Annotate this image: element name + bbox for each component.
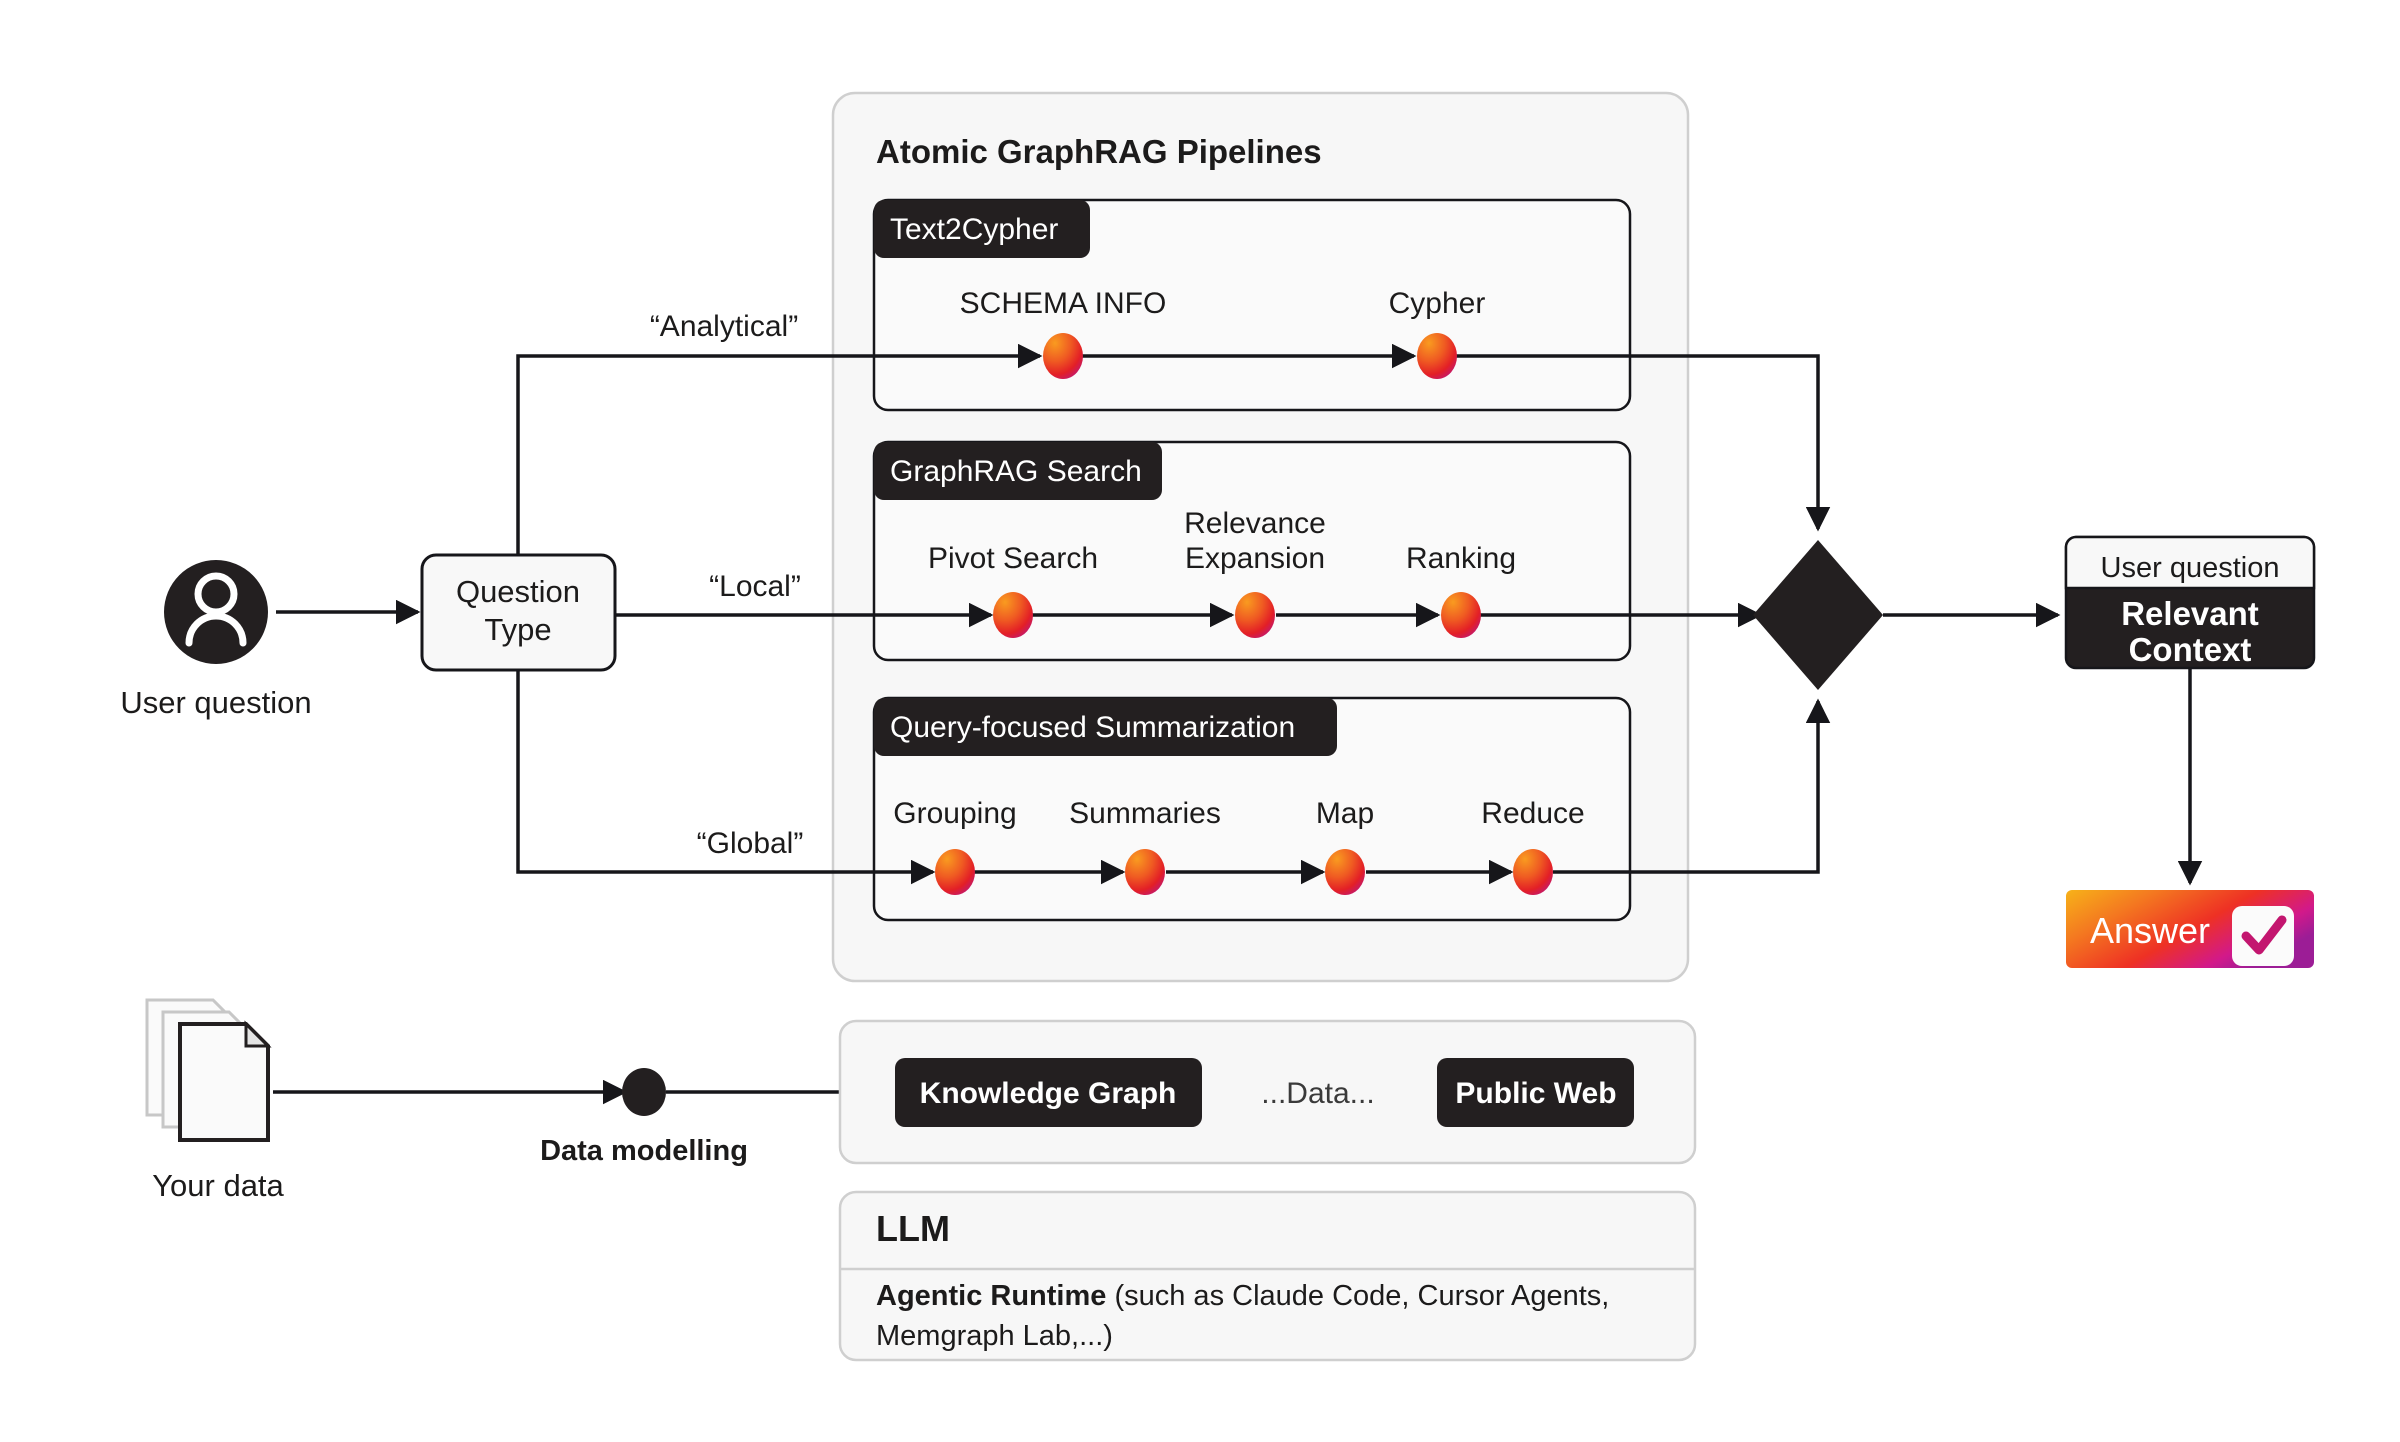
step-node-schema-info — [1043, 333, 1083, 379]
llm-title: LLM — [876, 1208, 950, 1249]
step-node-reduce — [1513, 849, 1553, 895]
public-web-label: Public Web — [1455, 1077, 1616, 1110]
step-node-grouping — [935, 849, 975, 895]
data-modelling-label: Data modelling — [540, 1135, 748, 1167]
llm-runtime-rest-1: (such as Claude Code, Cursor Agents, — [1106, 1280, 1609, 1312]
step-label-map: Map — [1316, 797, 1374, 830]
knowledge-graph-label: Knowledge Graph — [920, 1077, 1177, 1110]
edge-label-analytical: “Analytical” — [650, 310, 798, 343]
pipeline-tag-query-focused-summarization-bg — [874, 698, 1337, 756]
user-avatar-head-icon — [194, 572, 238, 616]
question-type-label-line2: Type — [484, 612, 551, 647]
step-node-map — [1325, 849, 1365, 895]
pipeline-tag-graphrag-search-bg — [874, 442, 1162, 500]
edge-label-global: “Global” — [697, 827, 804, 860]
pipeline-tag-query-focused-summarization: Query-focused Summarization — [890, 711, 1295, 744]
relevant-context-header-label: User question — [2101, 552, 2280, 584]
step-node-cypher — [1417, 333, 1457, 379]
answer-label: Answer — [2090, 910, 2210, 951]
relevant-context-label-line2: Context — [2129, 631, 2252, 668]
llm-runtime-line2: Memgraph Lab,...) — [876, 1320, 1113, 1352]
step-node-relevance-expansion — [1235, 592, 1275, 638]
relevant-context-header-bg — [2064, 535, 2316, 590]
page-title: Atomic GraphRAG Pipelines — [876, 133, 1322, 170]
pipeline-tag-text2cypher: Text2Cypher — [890, 213, 1058, 246]
step-node-pivot-search — [993, 592, 1033, 638]
user-question-label: User question — [120, 685, 311, 720]
llm-runtime-line1: Agentic Runtime (such as Claude Code, Cu… — [876, 1280, 1609, 1312]
step-label-reduce: Reduce — [1481, 797, 1584, 830]
pipeline-tag-text2cypher-bg — [874, 200, 1090, 258]
step-label-summaries: Summaries — [1069, 797, 1221, 830]
knowledge-graph-chip[interactable] — [895, 1058, 1202, 1127]
step-node-ranking — [1441, 592, 1481, 638]
step-label-schema-info: SCHEMA INFO — [960, 287, 1167, 320]
step-label-cypher: Cypher — [1389, 287, 1486, 320]
your-data-label: Your data — [152, 1168, 284, 1203]
step-label-grouping: Grouping — [893, 797, 1016, 830]
sources-middle-label: ...Data... — [1261, 1077, 1374, 1110]
document-stack-icon — [145, 998, 272, 1142]
question-type-label-line1: Question — [456, 574, 580, 609]
step-label-relevance-expansion-2: Expansion — [1185, 542, 1325, 575]
pipeline-tag-graphrag-search: GraphRAG Search — [890, 455, 1142, 488]
step-label-relevance-expansion-1: Relevance — [1184, 507, 1326, 540]
step-node-summaries — [1125, 849, 1165, 895]
user-avatar-body-icon — [185, 612, 247, 647]
check-mark-icon — [2241, 915, 2287, 955]
route-text2cypher-to-merge — [1630, 354, 1831, 532]
data-modelling-node — [622, 1068, 666, 1116]
sources-panel — [838, 1019, 1697, 1165]
public-web-chip[interactable] — [1437, 1058, 1634, 1127]
llm-panel — [838, 1190, 1697, 1362]
route-analytical — [516, 354, 874, 555]
answer-check-bg — [2232, 906, 2294, 966]
relevant-context-label-line1: Relevant — [2121, 595, 2259, 632]
step-label-pivot-search: Pivot Search — [928, 542, 1098, 575]
route-summarization-to-merge — [1630, 698, 1831, 874]
merge-decision-diamond — [1753, 540, 1883, 690]
step-label-ranking: Ranking — [1406, 542, 1516, 575]
route-global — [516, 670, 874, 874]
edge-label-local: “Local” — [709, 570, 801, 603]
llm-runtime-bold: Agentic Runtime — [876, 1280, 1106, 1312]
